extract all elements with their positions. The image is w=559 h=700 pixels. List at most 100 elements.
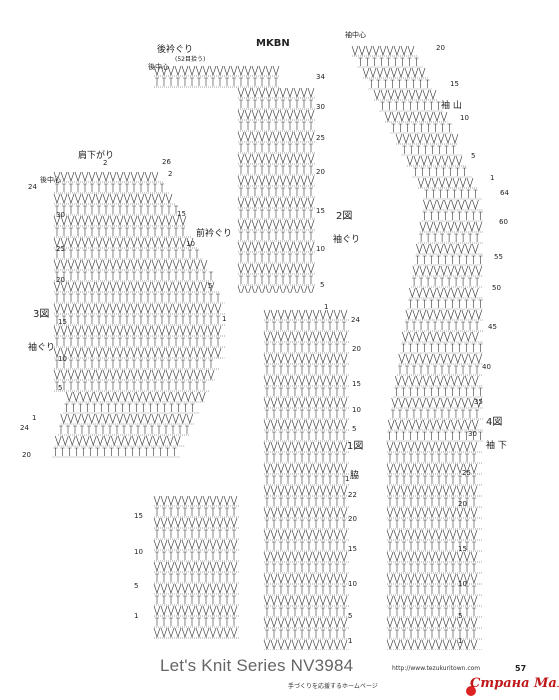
stitch-row [411,277,483,288]
stitch-row [153,605,240,617]
stitch-row [53,237,197,249]
stitch-row [263,551,350,563]
watermark-text: Страна Мам [470,676,559,691]
row-marker: 5 [208,282,213,290]
watermark-logo: Страна Мам [466,672,559,696]
stitch-row [238,253,315,264]
row-marker: 5 [352,425,357,433]
stitch-row [154,551,240,562]
shoulder-slope-label: 肩下がり [78,151,115,161]
row-marker: 1 [458,637,463,645]
row-marker: 22 [348,491,357,499]
sleeve-cap-label: 袖 山 [441,101,462,111]
stitch-row [263,419,350,431]
stitch-row [263,617,350,629]
row-marker: 25 [462,469,471,477]
fig3-chart [52,171,226,458]
stitch-row [404,321,483,332]
row-marker: 20 [352,345,361,353]
side-label: 脇 [350,471,360,481]
stitch-row [393,387,483,398]
site-url[interactable]: http://www.tezukuritown.com [392,665,481,672]
stitch-row [263,309,350,321]
stitch-row [154,529,240,540]
stitch-row [237,197,315,209]
stitch-row [264,475,350,486]
stitch-row [154,573,240,584]
stitch-row [263,639,350,650]
stitch-row [238,165,315,176]
stitch-row [53,325,226,337]
row-marker: 1 [324,303,329,311]
row-marker: 55 [494,253,503,261]
stitch-row [264,453,350,464]
row-marker: 10 [352,406,361,414]
stitch-row [264,497,350,508]
stitch-row [52,447,180,458]
back-neck-label: 後衿ぐり [157,45,194,55]
stitch-row [264,387,350,398]
stitch-row [387,475,483,486]
stitch-row [264,585,350,596]
stitch-row [238,209,315,220]
fig4-label: 4図 [486,417,503,428]
row-marker: 64 [500,189,509,197]
stitch-row [264,563,350,574]
stitch-row [263,463,350,475]
stitch-row [387,585,483,596]
row-marker: 15 [134,512,143,520]
row-marker: 5 [348,612,353,620]
row-marker: 1 [32,414,37,422]
stitch-row [263,441,350,453]
stitch-row [394,375,483,387]
stitch-row [54,205,181,216]
stitch-row [53,193,175,205]
stitch-row [263,529,350,541]
stitch-row [379,101,443,112]
stitch-row [263,353,350,365]
row-marker: 35 [474,398,483,406]
row-marker: 20 [316,168,325,176]
stitch-row [386,573,483,585]
stitch-row [387,419,483,431]
row-marker: 5 [458,612,463,620]
armhole-left-label: 袖ぐり [28,343,56,353]
row-marker: 5 [134,582,139,590]
stitch-row [407,299,483,310]
row-marker: 10 [458,580,467,588]
stitch-row [386,639,483,650]
stitch-row [264,541,350,552]
stitch-row [237,241,315,253]
stitch-row [58,425,190,436]
stitch-row [263,397,350,409]
fig2-chart [153,65,315,293]
stitch-row [373,89,438,101]
stitch-row [412,265,483,277]
stitch-row [398,353,483,365]
row-marker: 20 [458,500,467,508]
stitch-row [391,397,483,409]
site-tagline: 手づくりを応援するホームページ [288,683,378,690]
fig1-chart [263,309,350,650]
underarm-label: 袖 下 [486,441,507,451]
stitch-row [60,413,195,425]
stitch-row [387,563,483,574]
stitch-row [263,595,350,607]
stitch-row [386,463,483,475]
stitch-row [54,293,225,304]
stitch-row [54,183,170,194]
stitch-row [386,617,483,629]
stitch-row [264,607,350,618]
row-marker: 30 [316,103,325,111]
row-marker: 15 [348,545,357,553]
row-marker: 15 [450,80,459,88]
stitch-row [419,221,483,233]
stitch-row [54,359,220,370]
stitch-row [386,431,483,442]
stitch-row [417,177,478,189]
stitch-row [368,79,433,90]
row-marker: 34 [316,73,325,81]
row-marker: 10 [186,240,195,248]
stitch-row [357,57,423,68]
stitch-row [264,519,350,530]
